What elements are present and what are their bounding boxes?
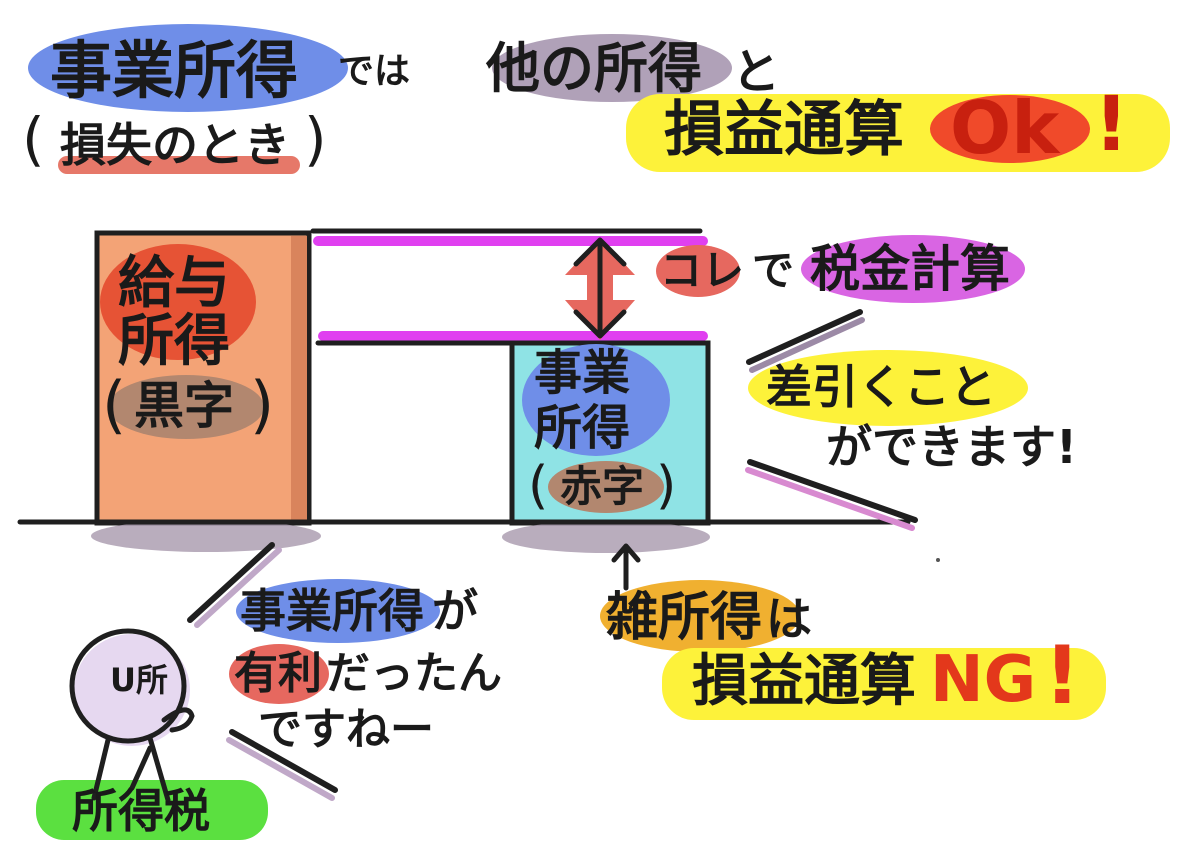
headline-to: と [732, 44, 781, 100]
ink-dot [936, 558, 940, 562]
highlight-loss-underline [58, 156, 300, 174]
highlight-misc-income [600, 580, 800, 652]
headline-result-mark: ! [1094, 79, 1129, 168]
highlight-salary-label [100, 244, 256, 360]
speech-line3: ですねー [258, 704, 434, 755]
misc-income-result-text: 損益通算 [692, 649, 916, 714]
headline-business-income: 事業所得 [50, 34, 299, 107]
accent-stroke-2-shade [745, 467, 915, 531]
headline-dewa: では [338, 51, 411, 92]
character-body [91, 735, 171, 803]
highlight-salary-status [108, 375, 264, 439]
speech-ga: が [432, 584, 478, 638]
difference-de: で [752, 246, 795, 295]
highlight-ok-red [930, 95, 1090, 163]
character-hand [161, 707, 195, 733]
highlight-other-income [492, 34, 732, 102]
salary-paren-open: ( [102, 368, 127, 441]
highlight-misc-result [662, 648, 1106, 720]
highlight-speech-business [236, 579, 440, 643]
misc-income-label: 雑所得 [606, 588, 763, 648]
difference-arrow [573, 237, 627, 339]
headline-note-text: 損失のとき [60, 118, 290, 172]
salary-shadow [91, 520, 321, 552]
accent-stroke-4 [229, 729, 338, 793]
accent-stroke-4-shade [226, 737, 335, 801]
headline-result-ok: Ok [950, 86, 1060, 170]
accent-stroke-3 [187, 542, 275, 623]
accent-stroke-2 [747, 459, 918, 523]
business-status: 赤字 [560, 462, 645, 511]
accent-stroke-1 [746, 309, 863, 365]
character-head-shade [74, 634, 190, 746]
difference-tax-calc: 税金計算 [810, 240, 1010, 298]
headline-result-text: 損益通算 [664, 95, 904, 165]
accent-stroke-3-shade [194, 547, 282, 628]
business-paren-close: ) [656, 456, 677, 516]
business-paren-open: ( [528, 456, 549, 516]
salary-top-line-highlight [313, 236, 708, 246]
highlight-business-label [522, 344, 670, 456]
offset-note-line1: 差引くこと [766, 360, 996, 414]
salary-status: 黒字 [134, 377, 234, 435]
business-top-line-highlight [318, 331, 708, 341]
highlight-business-income [28, 24, 348, 112]
headline-note-close: ) [304, 105, 327, 173]
misc-income-result-mark: ! [1044, 629, 1081, 722]
speech-line1: 事業所得 [240, 584, 424, 638]
highlight-speech-favorable [229, 644, 329, 704]
salary-label-line1: 給与 [118, 251, 230, 316]
salary-box-shade [291, 236, 307, 521]
business-label-line2: 所得 [534, 400, 631, 456]
speech-line2b: だったん [326, 648, 502, 699]
highlight-kore [656, 245, 740, 297]
misc-income-arrow [611, 543, 641, 591]
salary-label-line2: 所得 [118, 309, 230, 374]
difference-kore: コレ [660, 246, 745, 295]
accent-stroke-1-shade [749, 317, 865, 373]
headline-other-income: 他の所得 [486, 37, 702, 100]
headline-note-open: ( [22, 105, 45, 173]
misc-income-result-ng: NG [930, 643, 1037, 717]
speech-line2a: 有利 [234, 648, 322, 699]
salary-paren-close: ) [250, 368, 275, 441]
highlight-tax-calc [801, 235, 1025, 303]
misc-income-wa: は [766, 592, 812, 646]
character-head [69, 628, 187, 744]
character-face-text: U所 [110, 661, 168, 699]
business-label-line1: 事業 [534, 345, 631, 401]
highlight-business-status [548, 461, 664, 513]
income-tax-badge: 所得税 [72, 784, 210, 838]
offset-note-line2: ができます! [826, 420, 1077, 474]
highlight-offset [748, 350, 1028, 426]
business-shadow [502, 521, 710, 553]
